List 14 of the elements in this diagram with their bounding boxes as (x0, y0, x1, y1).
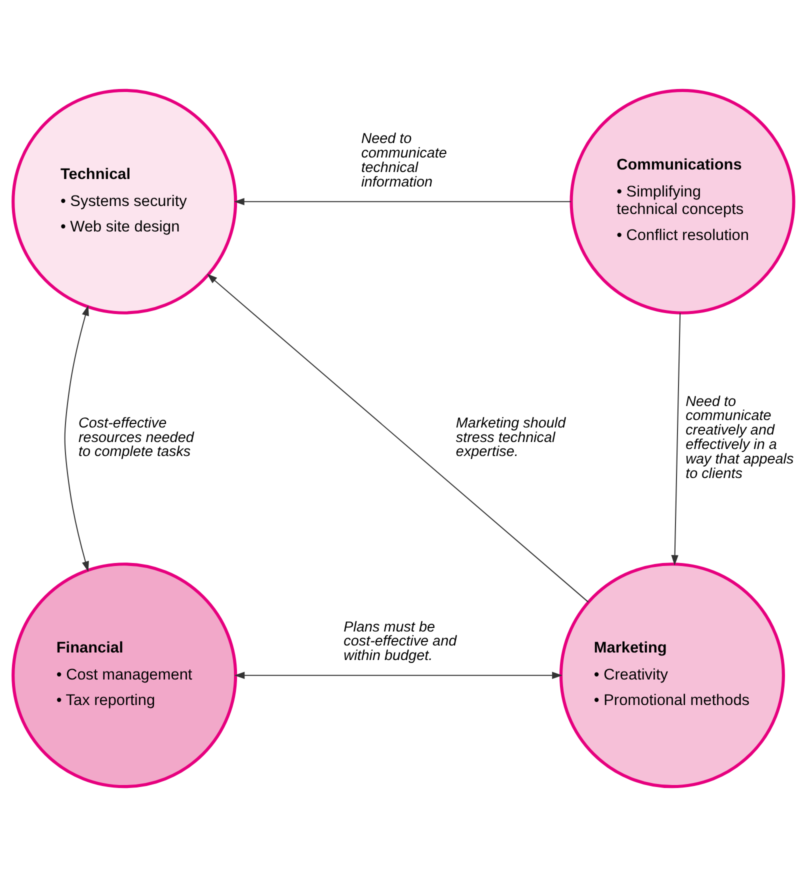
arrow (234, 198, 570, 206)
node-circle: Financial • Cost management • Tax reporting (11, 562, 237, 788)
edge-label: Need to communicate technical information (360, 131, 446, 190)
edge-label: Need to communicate creatively and effectively in a way that appeals to clients (685, 394, 794, 482)
edge-label: Cost-effective resources needed to complete tasks (78, 415, 194, 460)
arrow (670, 312, 680, 566)
arrow (64, 305, 88, 572)
edge-label: Marketing should stress technical expertise. (455, 415, 566, 460)
edge-label: Plans must be cost-effective and within budget. (343, 619, 456, 664)
node-circle: Technical • Systems security • Web site design (11, 88, 237, 314)
node-circle: Communications • Simplifying technical concepts • Conflict resolution (569, 88, 795, 314)
node-circle: Marketing • Creativity • Promotional methods (558, 562, 784, 788)
arrow (234, 672, 562, 679)
arrow (206, 274, 588, 603)
